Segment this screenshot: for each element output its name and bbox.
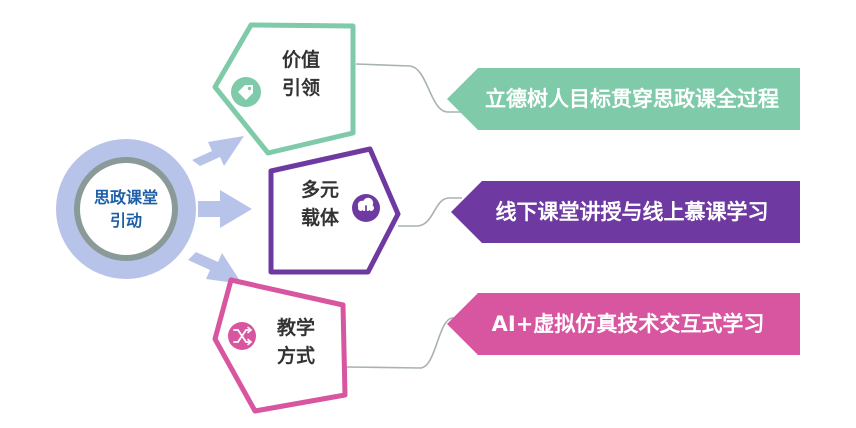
ring-arrows (188, 136, 252, 284)
connector-3 (345, 317, 466, 369)
shuffle-icon (228, 322, 256, 350)
center-line2: 引动 (110, 211, 142, 230)
arrow-middle (198, 190, 252, 228)
cloud-download-icon (352, 194, 380, 222)
item-2-line1: 多元 (301, 178, 339, 201)
banner-2-text: 线下课堂讲授与线上慕课学习 (496, 200, 769, 224)
item-3-line1: 教学 (277, 316, 315, 339)
center-line1: 思政课堂 (94, 188, 158, 207)
item-2-line2: 载体 (301, 206, 340, 229)
banner-1-text: 立德树人目标贯穿思政课全过程 (485, 87, 779, 111)
arrow-up (192, 136, 244, 166)
tag-icon (231, 77, 261, 107)
pentagon-2 (268, 146, 401, 275)
connector-2 (398, 197, 462, 227)
item-1-line1: 价值 (282, 48, 320, 71)
center-ring-gray (74, 157, 178, 261)
banner-3 (447, 293, 800, 355)
item-3-line2: 方式 (277, 344, 315, 367)
arrow-down (188, 252, 242, 284)
item-1-line2: 引领 (282, 76, 320, 99)
banner-1 (447, 68, 800, 130)
connector-1 (355, 63, 462, 113)
banner-3-text: AI+虚拟仿真技术交互式学习 (492, 312, 765, 336)
pentagon-1 (212, 22, 356, 156)
pentagon-3 (212, 277, 348, 414)
banner-2 (451, 181, 800, 243)
